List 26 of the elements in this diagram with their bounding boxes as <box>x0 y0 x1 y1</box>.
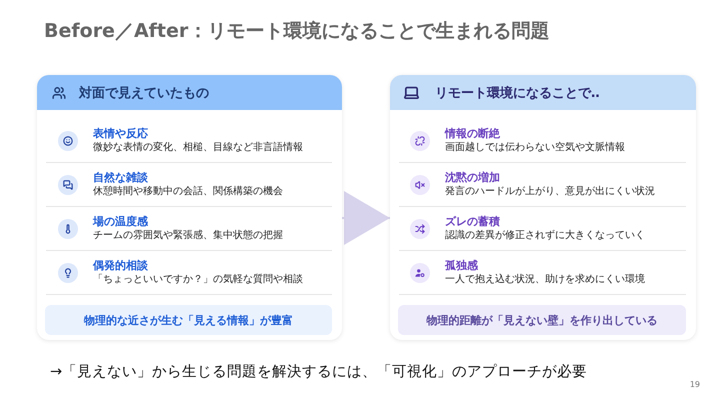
item-title: 場の温度感 <box>93 215 149 228</box>
item-title: 偶発的相談 <box>93 259 149 272</box>
item-title: ズレの蓄積 <box>445 215 501 228</box>
item-title: 表情や反応 <box>93 127 149 140</box>
item-description: 休憩時間や移動中の会話、関係構築の機会 <box>93 185 283 198</box>
conclusion-text: →「見えない」から生じる問題を解決するには、「可視化」のアプローチが必要 <box>50 362 588 382</box>
page-number: 19 <box>690 380 700 390</box>
slide-title: Before／After：リモート環境になることで生まれる問題 <box>44 19 550 44</box>
item-description: チームの雰囲気や緊張感、集中状態の把握 <box>93 229 283 242</box>
item-title: 沈黙の増加 <box>445 171 501 184</box>
card-heading: リモート環境になることで‥ <box>435 84 600 102</box>
item-description: 認識の差異が修正されずに大きくなっていく <box>445 229 645 242</box>
item-description: 微妙な表情の変化、相槌、目線など非言語情報 <box>93 141 303 154</box>
summary-note: 物理的距離が「見えない壁」を作り出している <box>398 305 686 335</box>
item-description: 発言のハードルが上がり、意見が出にくい状況 <box>445 185 655 198</box>
card-heading: 対面で見えていたもの <box>79 84 209 102</box>
info-card <box>37 75 342 340</box>
item-title: 孤独感 <box>445 259 479 272</box>
info-card <box>390 75 696 340</box>
item-title: 自然な雑談 <box>93 171 149 184</box>
chevron-arrow <box>342 191 390 245</box>
item-description: 「ちょっといいですか？」の気軽な質問や相談 <box>93 273 303 286</box>
item-title: 情報の断絶 <box>445 127 501 140</box>
item-description: 画面越しでは伝わらない空気や文脈情報 <box>445 141 625 154</box>
summary-note: 物理的な近さが生む「見える情報」が豊富 <box>45 305 332 335</box>
item-description: 一人で抱え込む状況、助けを求めにくい環境 <box>445 273 645 286</box>
